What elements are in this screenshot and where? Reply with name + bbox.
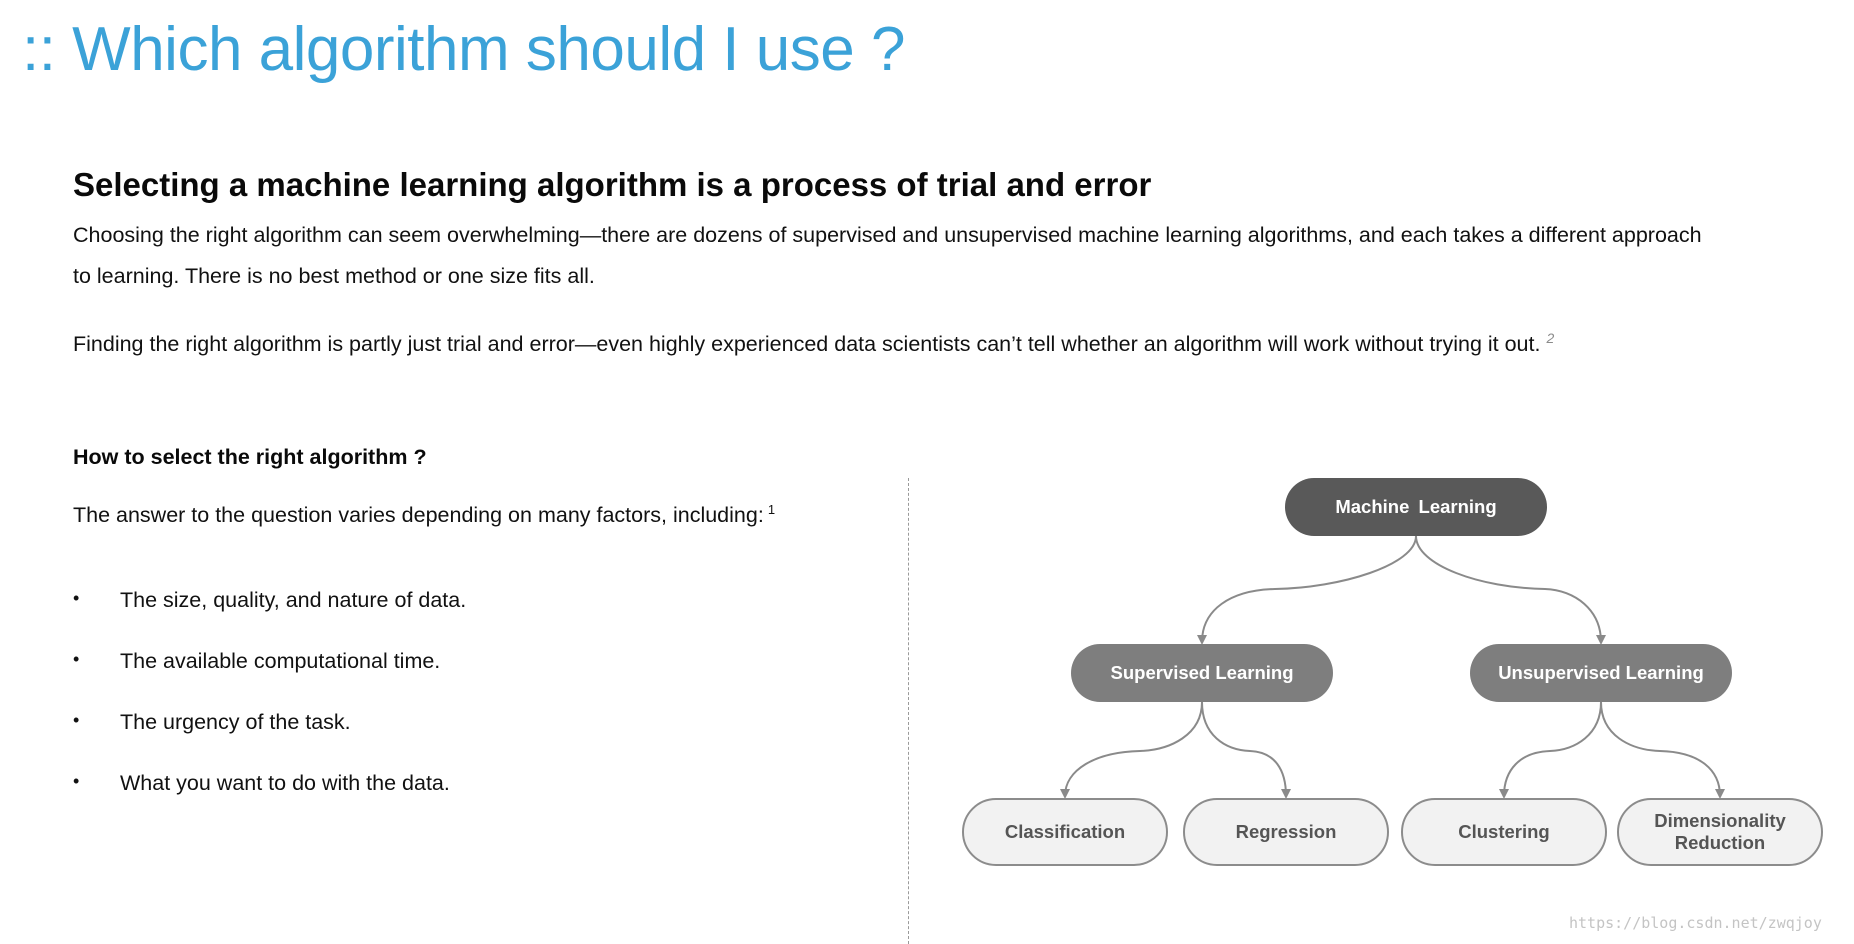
connector-root-to-supervised [1197, 535, 1417, 645]
bullet-icon: • [73, 588, 80, 608]
intro-paragraph: Choosing the right algorithm can seem ov… [73, 215, 1713, 297]
node-clustering: Clustering [1401, 798, 1607, 866]
factors-intro: The answer to the question varies depend… [73, 502, 775, 528]
node-supervised-learning: Supervised Learning [1071, 644, 1333, 702]
factor-text: What you want to do with the data. [120, 771, 450, 795]
factors-intro-text: The answer to the question varies depend… [73, 503, 764, 528]
connector-unsupervised-to-dimensionality [1600, 701, 1725, 799]
watermark-url: https://blog.csdn.net/zwqjoy [1569, 914, 1822, 932]
footnote-marker-1: 1 [767, 502, 776, 517]
bullet-icon: • [73, 649, 80, 669]
connector-unsupervised-to-clustering [1499, 701, 1602, 799]
node-dimensionality-line1: Dimensionality [1654, 810, 1786, 831]
node-dimensionality-reduction: Dimensionality Reduction [1617, 798, 1823, 866]
section-headline: Selecting a machine learning algorithm i… [73, 166, 1152, 203]
node-dimensionality-line2: Reduction [1674, 832, 1766, 853]
factor-text: The available computational time. [120, 649, 441, 673]
factor-text: The urgency of the task. [120, 710, 351, 734]
selection-heading: How to select the right algorithm ? [73, 445, 427, 469]
node-classification: Classification [962, 798, 1168, 866]
intro-paragraph-text: Choosing the right algorithm can seem ov… [73, 223, 1702, 288]
node-machine-learning: Machine Learning [1285, 478, 1547, 536]
node-unsupervised-learning: Unsupervised Learning [1470, 644, 1732, 702]
bullet-icon: • [73, 710, 80, 730]
trial-error-paragraph-text: Finding the right algorithm is partly ju… [73, 332, 1541, 357]
connector-supervised-to-classification [1060, 701, 1203, 799]
trial-error-paragraph: Finding the right algorithm is partly ju… [73, 318, 1713, 365]
footnote-marker-2: 2 [1546, 330, 1555, 346]
column-divider [908, 478, 909, 944]
bullet-icon: • [73, 771, 80, 791]
page-title: :: Which algorithm should I use ? [22, 15, 905, 84]
connector-root-to-unsupervised [1415, 535, 1606, 645]
node-regression: Regression [1183, 798, 1389, 866]
factor-text: The size, quality, and nature of data. [120, 588, 467, 612]
connector-supervised-to-regression [1201, 701, 1291, 799]
